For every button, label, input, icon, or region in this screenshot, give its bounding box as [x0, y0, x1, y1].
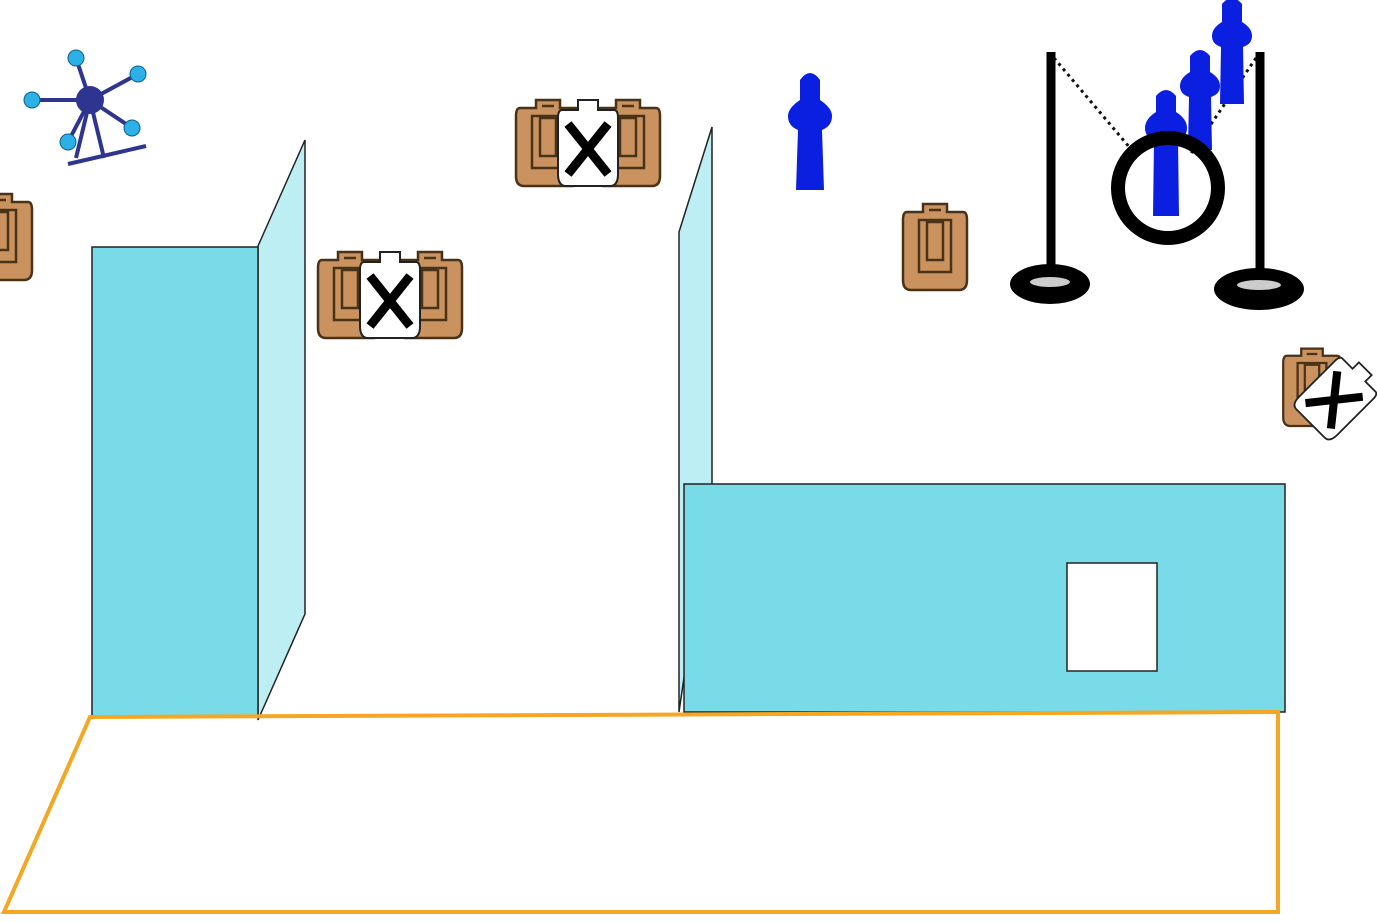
target-group-left [316, 250, 464, 340]
no-shoot-target-icon [359, 251, 421, 339]
steel-popper-icon [788, 73, 832, 190]
swinging-tire-icon [1010, 0, 1304, 310]
paper-target-icon [901, 202, 969, 292]
right-wall-barricade [683, 483, 1286, 713]
left-wall-barricade [91, 139, 306, 721]
steel-popper-icon [1212, 0, 1252, 104]
window-port [1066, 562, 1158, 672]
paper-target-icon [0, 192, 34, 282]
activator-icon [23, 49, 147, 166]
target-group-right [1282, 347, 1377, 444]
no-shoot-target-icon [557, 99, 619, 187]
target-group-center [514, 98, 662, 188]
shooting-area-box [0, 709, 1280, 914]
steel-popper-icon [1180, 50, 1220, 150]
no-shoot-target-icon [1290, 348, 1377, 444]
steel-popper-icon [1145, 90, 1187, 216]
